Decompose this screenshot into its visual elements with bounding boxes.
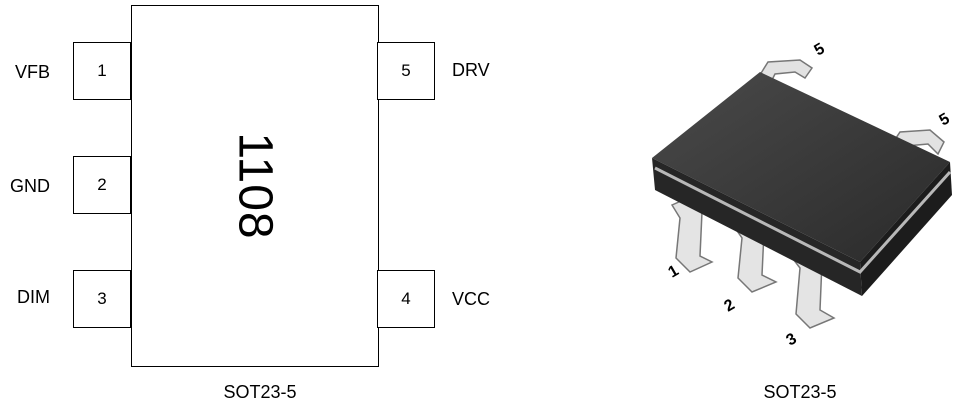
left-package-caption: SOT23-5 xyxy=(223,382,297,402)
pin-4-label: VCC xyxy=(452,289,491,309)
pin-5-number: 5 xyxy=(401,61,411,80)
pin-5-label: DRV xyxy=(452,60,490,80)
pin-1-label: VFB xyxy=(15,62,51,82)
right-package-caption: SOT23-5 xyxy=(763,382,837,402)
chip-body xyxy=(131,5,379,367)
pin-1-box: 1 xyxy=(73,42,131,100)
pin-3-label: DIM xyxy=(17,287,50,307)
pin-3-number: 3 xyxy=(97,289,107,308)
photo-mark-5a: 5 xyxy=(812,40,828,59)
pin-2-number: 2 xyxy=(97,175,107,194)
photo-mark-2: 2 xyxy=(722,296,738,315)
pin-2-label: GND xyxy=(10,176,50,196)
pin-2-box: 2 xyxy=(73,156,131,214)
photo-mark-1: 1 xyxy=(666,262,682,281)
package-top xyxy=(652,72,950,262)
pin-5-box: 5 xyxy=(377,42,435,100)
pin-3-box: 3 xyxy=(73,270,131,328)
pin-1-number: 1 xyxy=(97,61,107,80)
pin-4-number: 4 xyxy=(401,289,411,308)
pin-4-box: 4 xyxy=(377,270,435,328)
photo-mark-5b: 5 xyxy=(937,110,953,129)
photo-mark-3: 3 xyxy=(784,330,800,349)
